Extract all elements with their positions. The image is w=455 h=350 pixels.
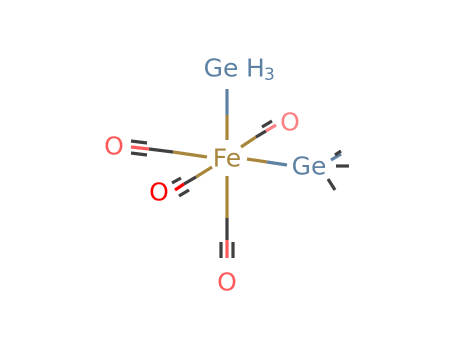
atom-label-ge-right: Ge bbox=[292, 152, 327, 181]
atom-label-fe: Fe bbox=[213, 144, 241, 173]
atom-label-o-upper-right: O bbox=[280, 108, 300, 137]
ge-methyl-stubs bbox=[326, 149, 349, 191]
atom-label-o-lower-left: O bbox=[149, 178, 169, 207]
carbonyl-lower-left bbox=[171, 165, 213, 198]
atom-label-o-left: O bbox=[104, 132, 124, 161]
atom-label-ge-top-count: 3 bbox=[264, 65, 275, 85]
carbonyl-bottom bbox=[219, 176, 235, 258]
bond-fe-ge bbox=[246, 157, 288, 167]
atom-label-ge-top: Ge bbox=[204, 54, 239, 83]
carbonyl-left bbox=[130, 139, 208, 159]
atom-label-ge-top-h: H bbox=[246, 54, 265, 83]
atom-label-o-bottom: O bbox=[217, 268, 237, 297]
carbonyl-upper-right bbox=[240, 119, 277, 149]
